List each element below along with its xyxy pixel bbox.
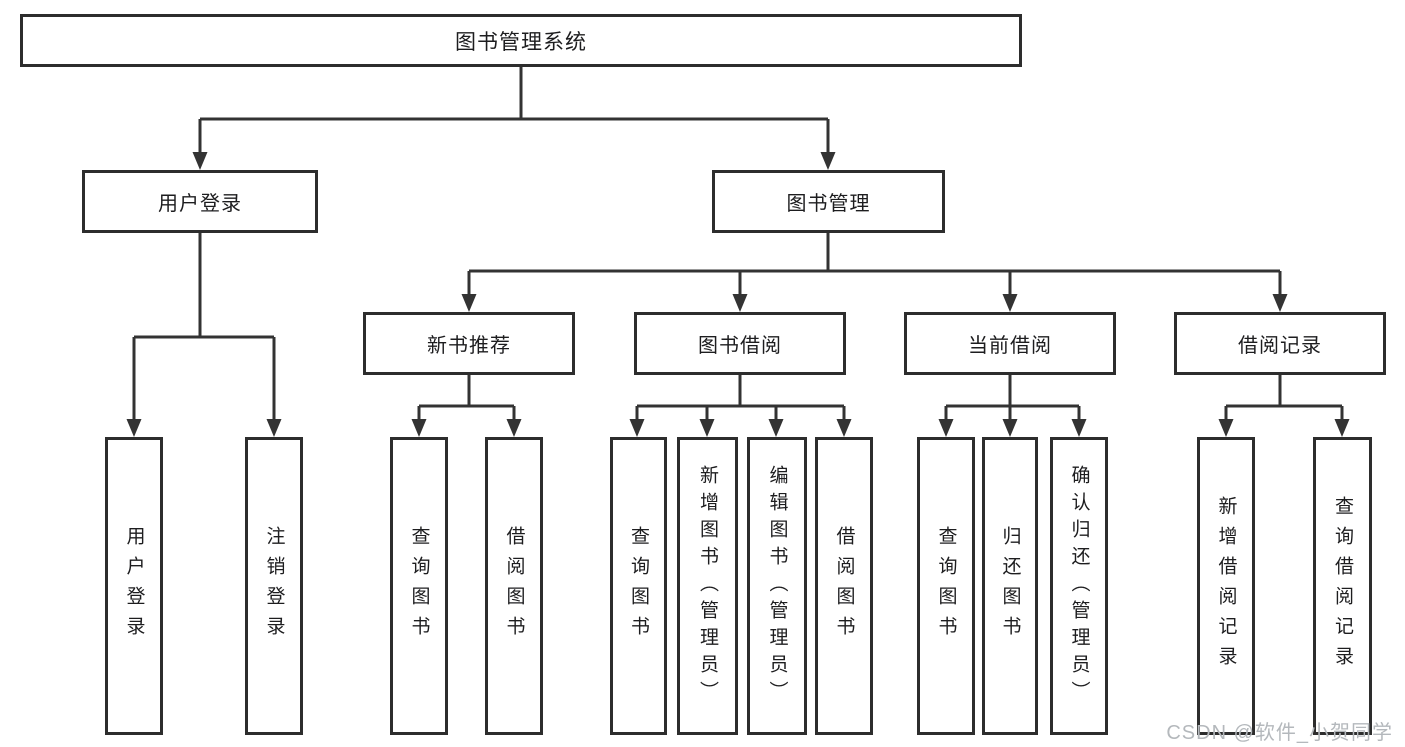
leaf-label: 编辑图书（管理员）: [766, 464, 788, 708]
node-borrow-records: 借阅记录: [1174, 312, 1386, 375]
node-add-book-admin: 新增图书（管理员）: [677, 437, 738, 735]
leaf-label: 注销登录: [263, 526, 285, 646]
node-new-book-recommend: 新书推荐: [363, 312, 575, 375]
node-library-system: 图书管理系统: [20, 14, 1022, 67]
leaf-label: 新增借阅记录: [1215, 496, 1237, 676]
leaf-label: 查询图书: [408, 526, 430, 646]
node-query-books-current: 查询图书: [917, 437, 975, 735]
csdn-watermark: CSDN @软件_小贺同学: [1166, 722, 1393, 744]
leaf-label: 借阅图书: [833, 526, 855, 646]
leaf-label: 查询图书: [935, 526, 957, 646]
node-add-borrow-record: 新增借阅记录: [1197, 437, 1255, 735]
node-book-management: 图书管理: [712, 170, 945, 233]
node-book-borrow: 图书借阅: [634, 312, 846, 375]
node-user-login: 用户登录: [82, 170, 318, 233]
leaf-label: 确认归还（管理员）: [1068, 464, 1090, 708]
node-query-books-borrow: 查询图书: [610, 437, 667, 735]
node-return-book: 归还图书: [982, 437, 1038, 735]
leaf-label: 查询借阅记录: [1332, 496, 1353, 676]
node-logout: 注销登录: [245, 437, 303, 735]
leaf-label: 查询图书: [628, 526, 649, 646]
node-edit-book-admin: 编辑图书（管理员）: [747, 437, 807, 735]
node-borrow-books: 借阅图书: [815, 437, 873, 735]
node-query-borrow-record: 查询借阅记录: [1313, 437, 1372, 735]
leaf-label: 用户登录: [123, 526, 145, 646]
node-user-login-leaf: 用户登录: [105, 437, 163, 735]
node-confirm-return-admin: 确认归还（管理员）: [1050, 437, 1108, 735]
node-borrow-books-recommend: 借阅图书: [485, 437, 543, 735]
node-query-books-recommend: 查询图书: [390, 437, 448, 735]
leaf-label: 新增图书（管理员）: [697, 464, 718, 708]
leaf-label: 借阅图书: [503, 526, 525, 646]
node-current-borrow: 当前借阅: [904, 312, 1116, 375]
leaf-label: 归还图书: [999, 526, 1021, 646]
